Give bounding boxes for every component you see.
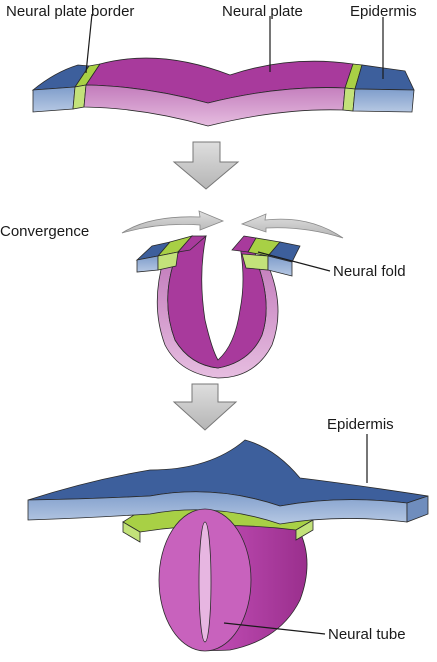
stage-neural-tube xyxy=(27,434,429,652)
stage-neural-plate xyxy=(31,13,415,127)
epidermis-right-side xyxy=(352,88,415,113)
neural-tube-lumen xyxy=(198,521,212,643)
down-arrow-icon xyxy=(172,141,240,190)
right-fold-epidermis-side xyxy=(267,255,293,277)
border-strip-side xyxy=(122,521,141,543)
border-strip-side-right xyxy=(295,519,314,541)
label-epidermis-top: Epidermis xyxy=(350,3,417,20)
label-neural-plate-border: Neural plate border xyxy=(6,3,134,20)
label-convergence: Convergence xyxy=(0,223,89,240)
epidermis-left-side xyxy=(32,86,76,113)
label-neural-plate: Neural plate xyxy=(222,3,303,20)
right-fold-border-side xyxy=(241,253,269,271)
label-neural-tube: Neural tube xyxy=(328,626,406,643)
convergence-arrow-left-icon xyxy=(121,210,225,234)
left-fold-border-side xyxy=(157,251,179,271)
epidermis-slab-right-side xyxy=(406,495,429,523)
epidermis-right-top xyxy=(354,64,415,91)
down-arrow-icon xyxy=(172,383,238,431)
left-fold-plate-top xyxy=(176,235,208,253)
convergence-arrow-right-icon xyxy=(240,213,344,239)
label-epidermis-bottom: Epidermis xyxy=(327,416,394,433)
label-neural-fold: Neural fold xyxy=(333,263,406,280)
stage-neural-folds xyxy=(121,210,344,379)
